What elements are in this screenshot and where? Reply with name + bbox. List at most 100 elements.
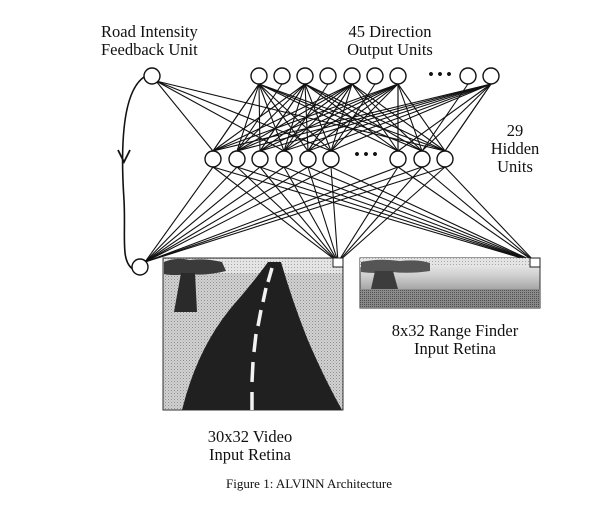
output-label-line1: 45 Direction [348,22,432,41]
output-label-line2: Output Units [347,40,433,59]
feedback-to-hidden-line [155,80,214,152]
hidden-to-feedback-input-line [144,166,423,263]
hidden-units-label: 29 Hidden Units [480,122,550,176]
range-retina-label: 8x32 Range Finder Input Retina [375,322,535,358]
feedback-input-unit-node [131,258,149,276]
hidden-to-range-retina-line [330,166,536,263]
hidden-to-video-retina-line [236,166,339,263]
hidden-to-output-line [258,83,309,152]
figure-caption: Figure 1: ALVINN Architecture [226,476,392,491]
output-unit-node [319,67,337,85]
hidden-to-output-line [397,83,423,152]
hidden-to-range-retina-line [259,166,536,263]
feedback-loop-arc [121,76,145,271]
output-units-label: 45 Direction Output Units [310,23,470,59]
hidden-label-line3: Units [497,157,533,176]
range-tree-canopy [361,259,430,273]
hidden-to-output-line [258,83,332,152]
feedback-unit-node [143,67,161,85]
hidden-to-feedback-input-line [144,166,285,263]
hidden-to-output-line [351,83,446,152]
hidden-to-feedback-input-line [144,166,309,263]
hidden-to-range-retina-line [307,166,536,263]
video-label-line1: 30x32 Video [207,427,293,446]
hidden-to-output-line [444,83,492,152]
hidden-to-feedback-input-line [144,166,446,263]
hidden-to-output-line [212,83,260,152]
hidden-to-video-retina-line [212,166,339,263]
output-unit-node [459,67,477,85]
hidden-unit-node [251,150,269,168]
output-unit-node [273,67,291,85]
video-retina-label: 30x32 Video Input Retina [180,428,320,464]
video-road [182,262,342,410]
hidden-to-output-line [397,83,446,152]
hidden-to-feedback-input-line [144,166,261,263]
hidden-to-video-retina-line [330,166,339,263]
hidden-to-output-line [307,83,353,152]
hidden-to-output-line [258,83,261,152]
hidden-unit-node [322,150,340,168]
video-tree-trunk [174,273,197,312]
feedback-to-hidden-line [155,80,332,152]
hidden-to-feedback-input-line [144,166,214,263]
video-lane-dashes [250,267,274,410]
feedback-to-hidden-line [155,80,285,152]
hidden-to-video-retina-line [337,166,446,263]
range-finder-input-retina [359,257,541,309]
hidden-unit-node [228,150,246,168]
hidden-unit-node [389,150,407,168]
hidden-to-output-line [304,83,423,152]
output-unit-node [389,67,407,85]
hidden-to-output-line [258,83,423,152]
hidden-to-feedback-input-line [144,166,332,263]
hidden-to-output-line [421,83,492,152]
range-label-line1: 8x32 Range Finder [391,321,519,340]
output-unit-node [366,67,384,85]
hidden-to-range-retina-line [236,166,536,263]
hidden-to-output-line [330,83,492,152]
feedback-label-line2: Feedback Unit [101,40,198,59]
hidden-to-video-retina-line [307,166,339,263]
hidden-to-feedback-input-line [144,166,399,263]
range-tree-trunk [371,271,398,289]
hidden-to-output-line [351,83,423,152]
hidden-to-output-line [304,83,332,152]
output-unit-node [343,67,361,85]
hidden-to-output-line [304,83,446,152]
connection-lines [144,80,536,263]
hidden-unit-node [436,150,454,168]
output-unit-node [296,67,314,85]
hidden-to-video-retina-line [337,166,399,263]
hidden-unit-node [299,150,317,168]
hidden-to-range-retina-line [283,166,536,263]
hidden-label-line2: Hidden [490,139,540,158]
hidden-to-range-retina-line [421,166,536,263]
hidden-to-range-retina-line [212,166,536,263]
feedback-to-hidden-line [155,80,446,152]
feedback-unit-label: Road Intensity Feedback Unit [101,23,241,59]
output-ellipsis: • • • [428,67,452,83]
hidden-to-range-retina-line [397,166,536,263]
unit-nodes [131,67,500,276]
hidden-to-output-line [421,83,469,152]
video-label-line2: Input Retina [208,445,292,464]
hidden-to-feedback-input-line [144,166,238,263]
video-input-retina [162,257,344,411]
output-unit-node [250,67,268,85]
feedback-arrowhead [117,149,131,165]
hidden-to-output-line [258,83,285,152]
range-label-line2: Input Retina [413,339,497,358]
hidden-ellipsis: • • • [354,147,378,163]
output-unit-node [482,67,500,85]
hidden-label-line1: 29 [506,121,524,140]
video-tree-canopy [164,258,226,275]
feedback-label-line1: Road Intensity [101,22,198,41]
hidden-to-output-line [258,83,399,152]
hidden-unit-node [413,150,431,168]
hidden-unit-node [204,150,222,168]
hidden-to-video-retina-line [283,166,339,263]
hidden-to-video-retina-line [337,166,423,263]
hidden-to-output-line [258,83,446,152]
